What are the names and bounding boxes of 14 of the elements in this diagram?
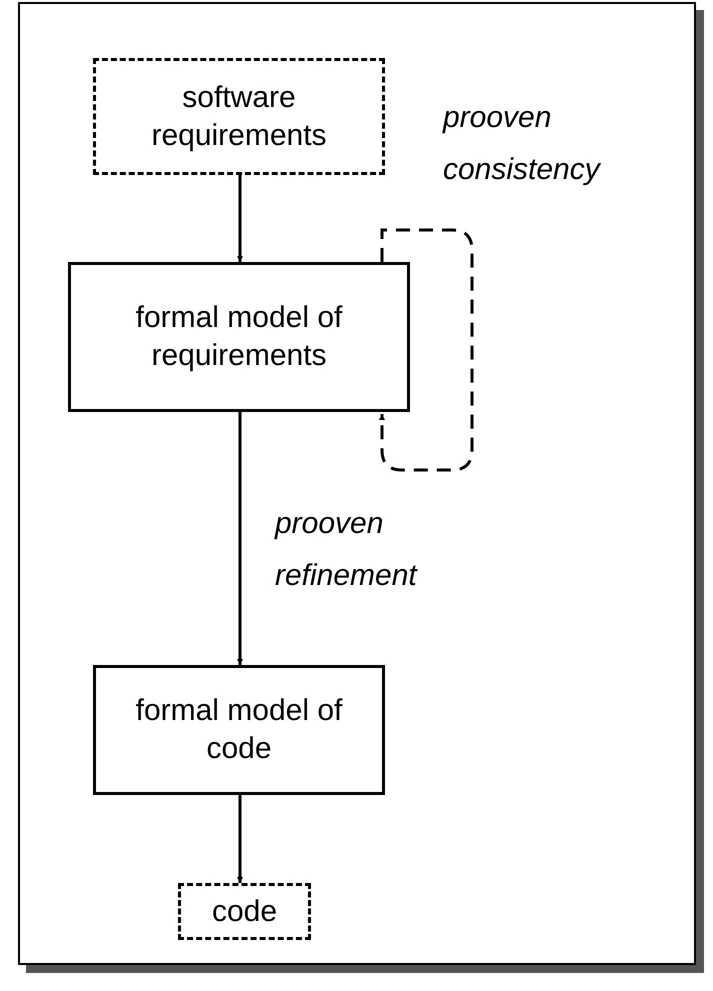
arrow (237, 175, 243, 262)
arrow (237, 795, 243, 883)
process-box (68, 262, 410, 412)
process-box (93, 665, 385, 795)
dashed-box (93, 58, 385, 175)
box-text: formal model of code (134, 693, 344, 767)
box-text: code (210, 894, 278, 930)
loop-arrow (379, 228, 474, 472)
edge-label: prooven refinement (275, 506, 419, 594)
box-text: software requirements (150, 80, 328, 154)
arrow (237, 412, 243, 665)
dashed-box (178, 883, 311, 940)
box-text: formal model of requirements (134, 300, 344, 374)
edge-label: prooven consistency (443, 100, 602, 188)
